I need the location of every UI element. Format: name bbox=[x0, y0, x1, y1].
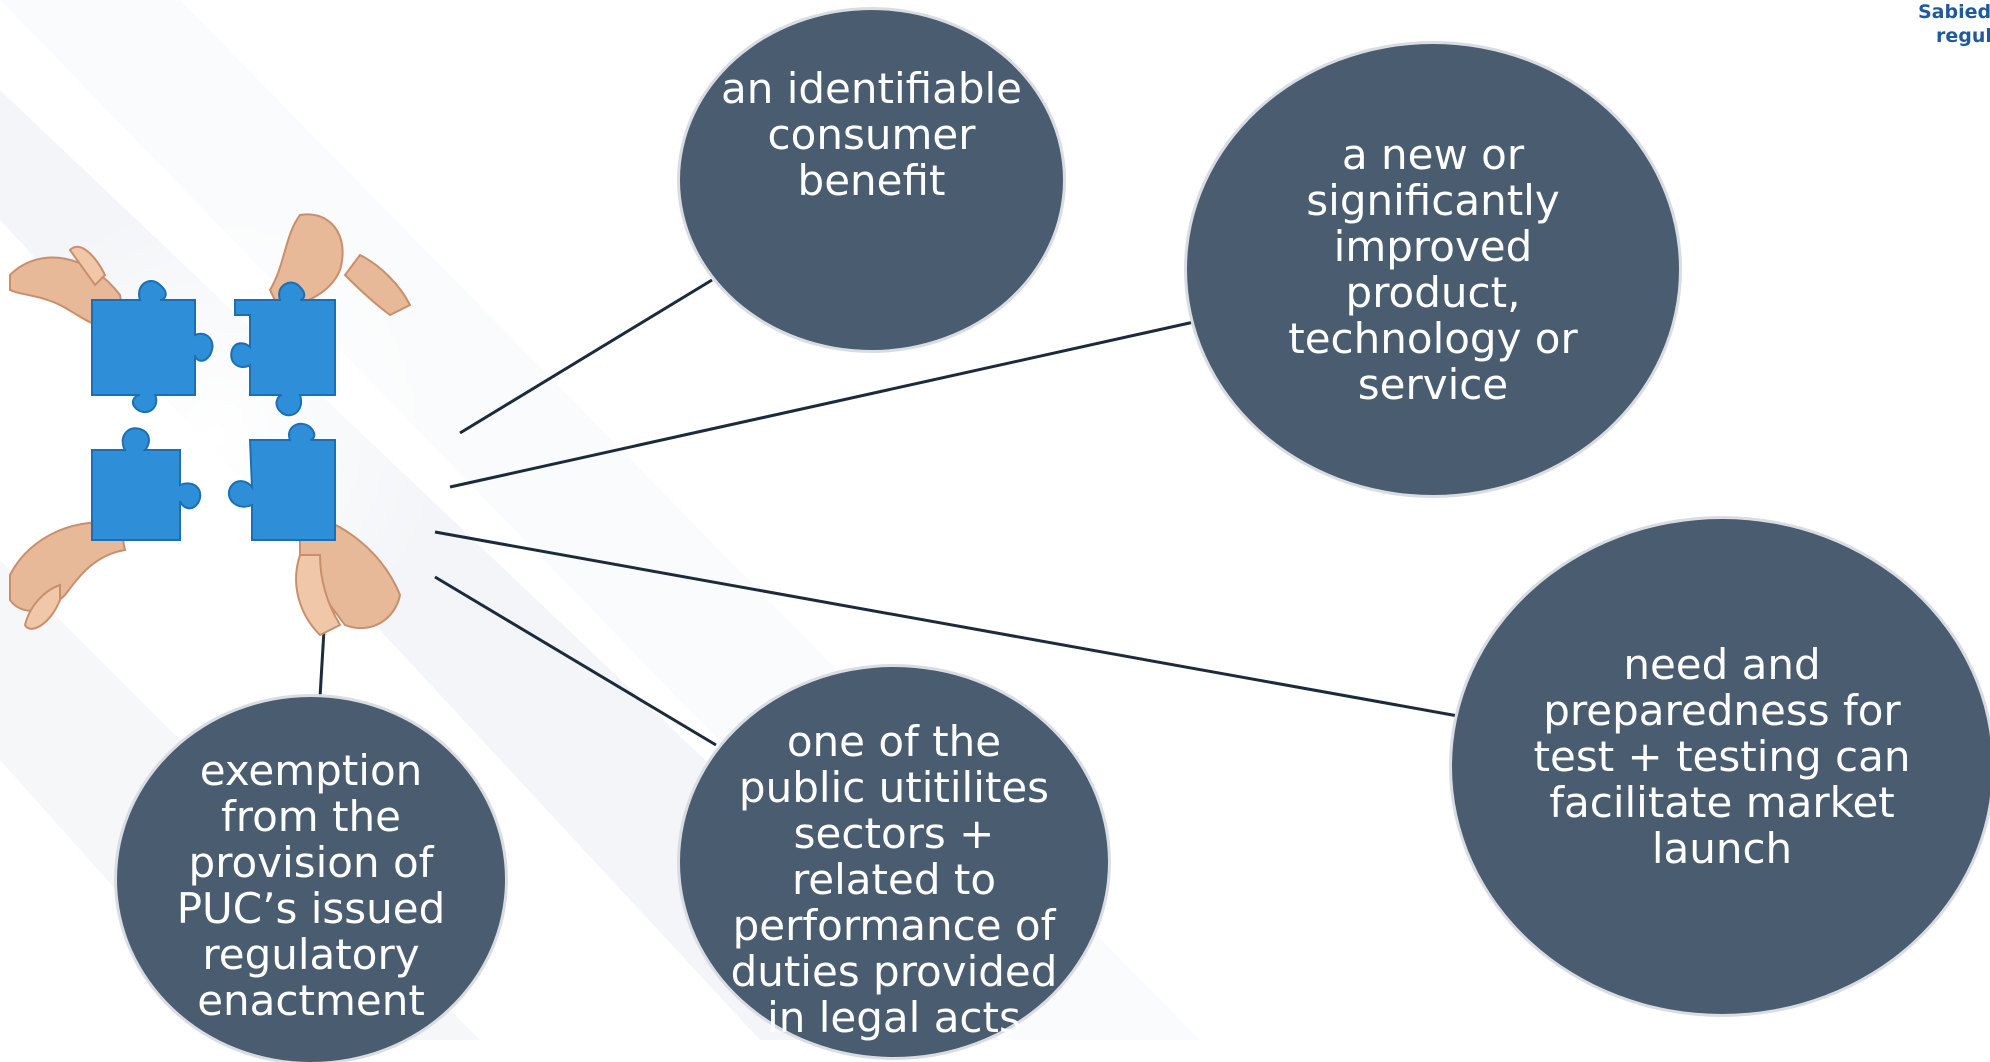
puzzle-piece-top-left bbox=[91, 280, 214, 414]
puzzle-hands-image bbox=[0, 195, 440, 655]
bubble-market-launch: need and preparedness for test + testing… bbox=[1452, 519, 1990, 1014]
bubble-consumer-benefit: an identifiable consumer benefit bbox=[680, 10, 1063, 350]
bubble-exemption: exemption from the provision of PUC’s is… bbox=[117, 697, 505, 1062]
bubble-new-product-text: a new or significantly improved product,… bbox=[1288, 129, 1578, 409]
puzzle-piece-bottom-right bbox=[227, 422, 336, 541]
bubble-public-utilities: one of the public utitilites sectors + r… bbox=[680, 667, 1108, 1057]
puzzle-piece-top-right bbox=[230, 281, 336, 417]
logo-line-2: regul bbox=[1936, 25, 1990, 47]
bubble-public-utilities-text: one of the public utitilites sectors + r… bbox=[730, 717, 1058, 1042]
bubble-new-product: a new or significantly improved product,… bbox=[1187, 44, 1679, 495]
hand-bottom-right bbox=[295, 513, 402, 637]
bubble-consumer-benefit-text: an identifiable consumer benefit bbox=[721, 64, 1022, 205]
connector-sectors bbox=[434, 575, 717, 747]
connector-consumer bbox=[459, 278, 713, 435]
hand-bottom-left bbox=[9, 521, 127, 630]
bubble-exemption-text: exemption from the provision of PUC’s is… bbox=[176, 745, 446, 1025]
connector-lines bbox=[318, 278, 1459, 747]
connector-launch bbox=[434, 530, 1459, 718]
bubble-market-launch-text: need and preparedness for test + testing… bbox=[1533, 639, 1911, 873]
puzzle-piece-bottom-left bbox=[91, 427, 202, 541]
connector-product bbox=[449, 320, 1195, 489]
